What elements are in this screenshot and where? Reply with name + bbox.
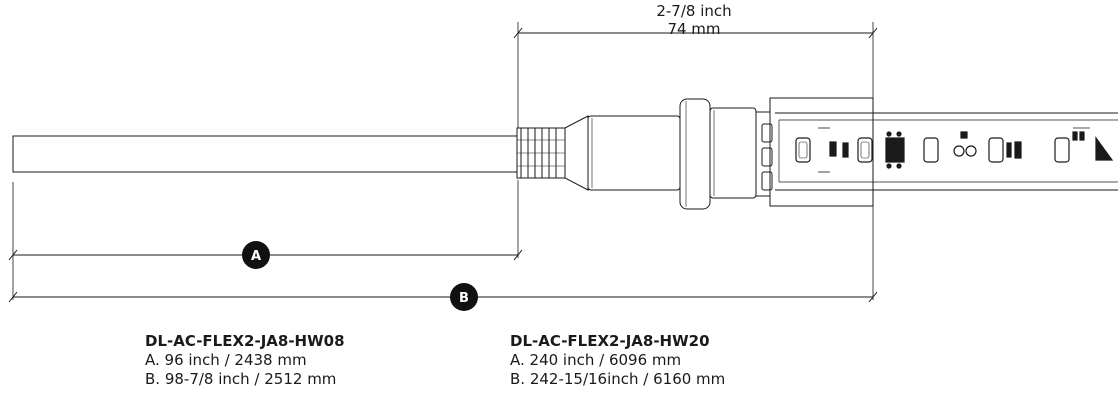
spec-model: DL-AC-FLEX2-JA8-HW20 <box>510 332 710 350</box>
led-components <box>795 131 1114 169</box>
connector-body <box>587 115 681 191</box>
spec-block-hw08: DL-AC-FLEX2-JA8-HW08 A. 96 inch / 2438 m… <box>145 332 345 389</box>
top-dimension-mm: 74 mm <box>667 20 721 38</box>
spec-dimension-a: A. 96 inch / 2438 mm <box>145 351 307 369</box>
marker-a-badge: A <box>242 241 270 269</box>
top-dimension-line <box>513 22 878 132</box>
spec-block-hw20: DL-AC-FLEX2-JA8-HW20 A. 240 inch / 6096 … <box>510 332 725 389</box>
marker-a-label: A <box>251 249 261 264</box>
top-dimension-inch: 2-7/8 inch <box>656 2 732 20</box>
spec-dimension-b: B. 98-7/8 inch / 2512 mm <box>145 370 337 388</box>
spec-dimension-b: B. 242-15/16inch / 6160 mm <box>510 370 726 388</box>
cable <box>12 135 519 173</box>
dimension-line-b <box>8 291 878 303</box>
end-cap-housing <box>769 97 874 207</box>
strip-markings <box>818 127 1090 173</box>
connector-collar <box>679 98 771 210</box>
spec-dimension-a: A. 240 inch / 6096 mm <box>510 351 682 369</box>
marker-b-label: B <box>459 291 469 306</box>
connector-taper <box>564 115 589 191</box>
marker-b-badge: B <box>450 283 478 311</box>
ribbed-connector <box>516 127 566 179</box>
led-strip <box>775 112 1118 191</box>
spec-model: DL-AC-FLEX2-JA8-HW08 <box>145 332 345 350</box>
